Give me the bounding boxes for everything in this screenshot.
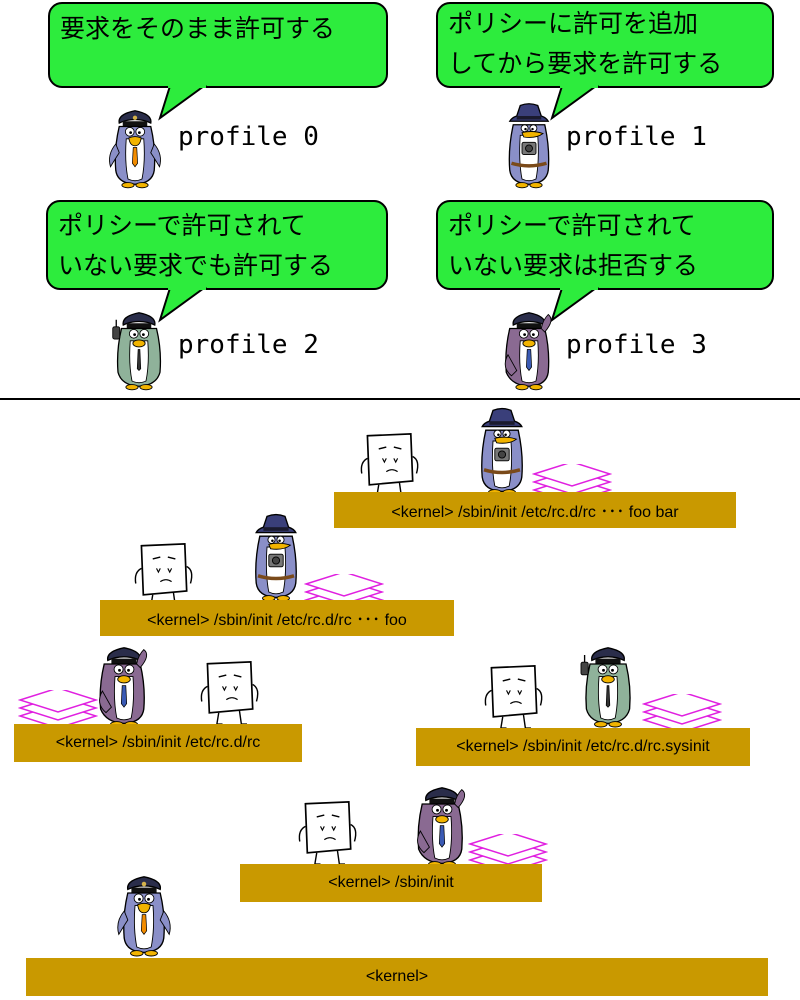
police-radio-penguin-icon (572, 636, 644, 728)
speech-bubble-profile-3: ポリシーで許可されて いない要求は拒否する (436, 200, 774, 290)
police-penguin-icon (100, 98, 170, 190)
bubble-tail (550, 285, 600, 323)
police-penguin-icon (108, 864, 180, 958)
profile-label: profile 1 (566, 122, 707, 152)
saluting-penguin-icon (494, 300, 564, 392)
bubble-tail (158, 285, 208, 323)
profile-label: profile 3 (566, 330, 707, 360)
bubble-tail (550, 83, 600, 121)
speech-bubble-profile-1: ポリシーに許可を追加 してから要求を許可する (436, 2, 774, 88)
process-bar: <kernel> /sbin/init /etc/rc.d/rc ･･･ foo… (334, 492, 736, 528)
process-bar: <kernel> /sbin/init /etc/rc.d/rc.sysinit (416, 728, 750, 766)
task-paper-icon (132, 542, 198, 608)
task-paper-icon (358, 432, 424, 498)
process-bar: <kernel> /sbin/init (240, 864, 542, 902)
bubble-text-line: いない要求でも許可する (58, 251, 334, 280)
detective-penguin-icon (466, 402, 538, 498)
profile-label: profile 2 (178, 330, 319, 360)
process-bar: <kernel> /sbin/init /etc/rc.d/rc ･･･ foo (100, 600, 454, 636)
bubble-text-line: いない要求は拒否する (448, 251, 699, 280)
saluting-penguin-icon (88, 636, 160, 728)
task-paper-icon (198, 660, 264, 726)
detective-penguin-icon (240, 508, 312, 604)
profile-label: profile 0 (178, 122, 319, 152)
task-paper-icon (296, 800, 362, 866)
detective-penguin-icon (494, 98, 564, 190)
process-bar: <kernel> /sbin/init /etc/rc.d/rc (14, 724, 302, 762)
speech-bubble-profile-2: ポリシーで許可されて いない要求でも許可する (46, 200, 388, 290)
task-paper-icon (482, 664, 548, 730)
speech-bubble-profile-0: 要求をそのまま許可する (48, 2, 388, 88)
bubble-text-line: ポリシーに許可を追加 (448, 9, 699, 38)
bubble-text-line: ポリシーで許可されて (58, 211, 306, 240)
bubble-tail (158, 83, 208, 121)
section-divider (0, 398, 800, 400)
bubble-text-line: ポリシーで許可されて (448, 211, 696, 240)
police-radio-penguin-icon (104, 300, 174, 392)
bubble-text-line: 要求をそのまま許可する (60, 14, 336, 43)
process-bar: <kernel> (26, 958, 768, 996)
bubble-text-line: してから要求を許可する (448, 49, 723, 78)
